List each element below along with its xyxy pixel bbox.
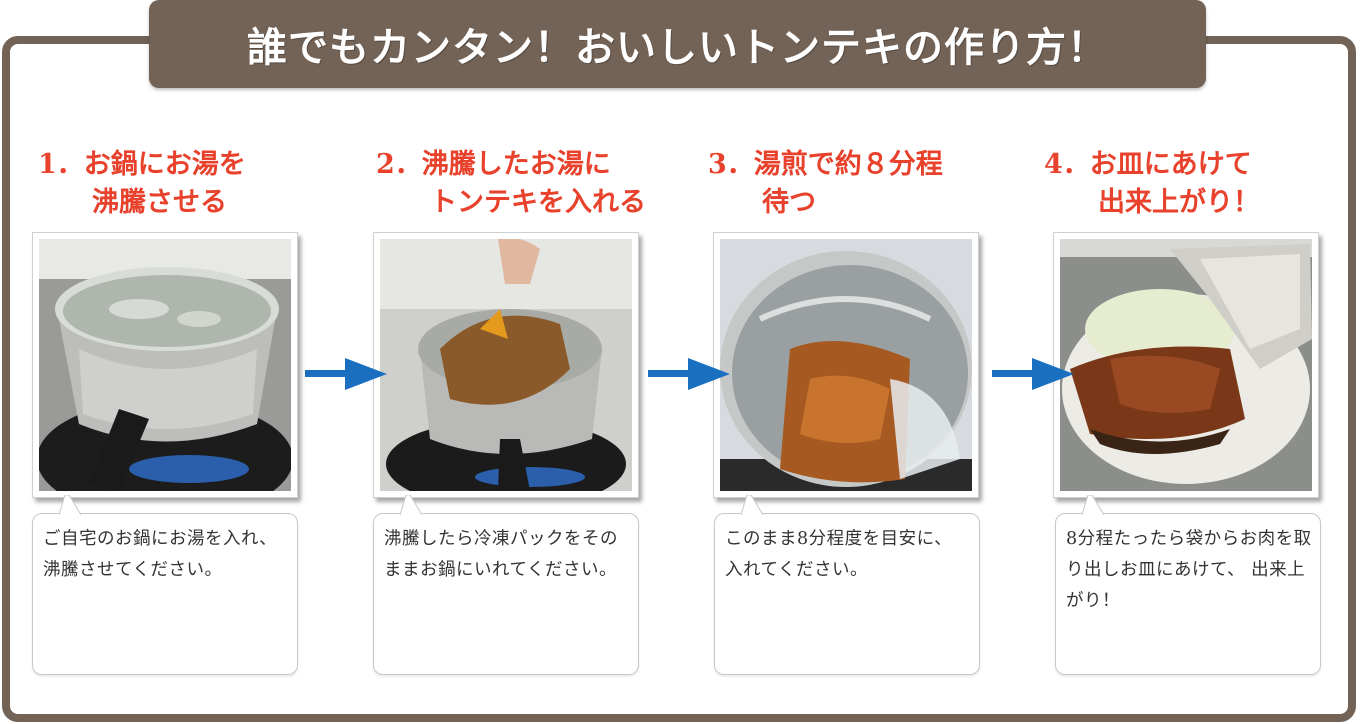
step-1-heading: 1．お鍋にお湯を 沸騰させる bbox=[38, 146, 246, 222]
step-2-caption: 沸騰したら冷凍パックをそのままお鍋にいれてください。 bbox=[384, 529, 618, 580]
title-banner: 誰でもカンタン！おいしいトンテキの作り方！ bbox=[149, 0, 1206, 88]
speech-bubble-tail-icon bbox=[1082, 495, 1104, 515]
step-1-heading-line1: 1．お鍋にお湯を bbox=[38, 149, 246, 180]
step-1-photo-frame bbox=[32, 232, 298, 498]
step-4-photo-frame bbox=[1053, 232, 1319, 498]
speech-bubble-tail-icon bbox=[59, 495, 81, 515]
step-3-photo-frame bbox=[713, 232, 979, 498]
simmering-pack-photo bbox=[720, 239, 972, 491]
step-2-heading-line2: トンテキを入れる bbox=[430, 187, 646, 218]
step-4-heading-line1: 4．お皿にあけて bbox=[1044, 149, 1252, 180]
step-4-heading-line2: 出来上がり！ bbox=[1098, 187, 1260, 218]
step-3-heading: 3．湯煎で約８分程 待つ bbox=[708, 146, 943, 222]
step-1-heading-line2: 沸騰させる bbox=[92, 187, 227, 218]
arrow-right-icon bbox=[648, 358, 730, 390]
step-2-photo-frame bbox=[373, 232, 639, 498]
step-3-heading-line2: 待つ bbox=[762, 187, 816, 218]
page-title: 誰でもカンタン！おいしいトンテキの作り方！ bbox=[247, 24, 1108, 71]
boiling-water-pot-photo bbox=[39, 239, 291, 491]
step-1-caption-bubble: ご自宅のお鍋にお湯を入れ、 沸騰させてください。 bbox=[32, 495, 298, 675]
placing-pack-in-pot-photo bbox=[380, 239, 632, 491]
step-3-caption-bubble: このまま8分程度を目安に、 入れてください。 bbox=[714, 495, 980, 675]
arrow-right-icon bbox=[305, 358, 387, 390]
plated-tonteki-photo bbox=[1060, 239, 1312, 491]
step-4-heading: 4．お皿にあけて 出来上がり！ bbox=[1044, 146, 1260, 222]
speech-bubble-tail-icon bbox=[400, 495, 422, 515]
step-2-caption-bubble: 沸騰したら冷凍パックをそのままお鍋にいれてください。 bbox=[373, 495, 639, 675]
step-3-caption: このまま8分程度を目安に、 入れてください。 bbox=[725, 529, 953, 580]
step-2-heading: 2．沸騰したお湯に トンテキを入れる bbox=[376, 146, 646, 222]
speech-bubble-tail-icon bbox=[741, 495, 763, 515]
step-2-heading-line1: 2．沸騰したお湯に bbox=[376, 149, 611, 180]
step-4-caption: 8分程たったら袋からお肉を取り出しお皿にあけて、 出来上がり！ bbox=[1066, 529, 1312, 611]
step-1-caption: ご自宅のお鍋にお湯を入れ、 沸騰させてください。 bbox=[43, 529, 278, 580]
arrow-right-icon bbox=[992, 358, 1074, 390]
step-3-heading-line1: 3．湯煎で約８分程 bbox=[708, 149, 943, 180]
step-4-caption-bubble: 8分程たったら袋からお肉を取り出しお皿にあけて、 出来上がり！ bbox=[1055, 495, 1321, 675]
